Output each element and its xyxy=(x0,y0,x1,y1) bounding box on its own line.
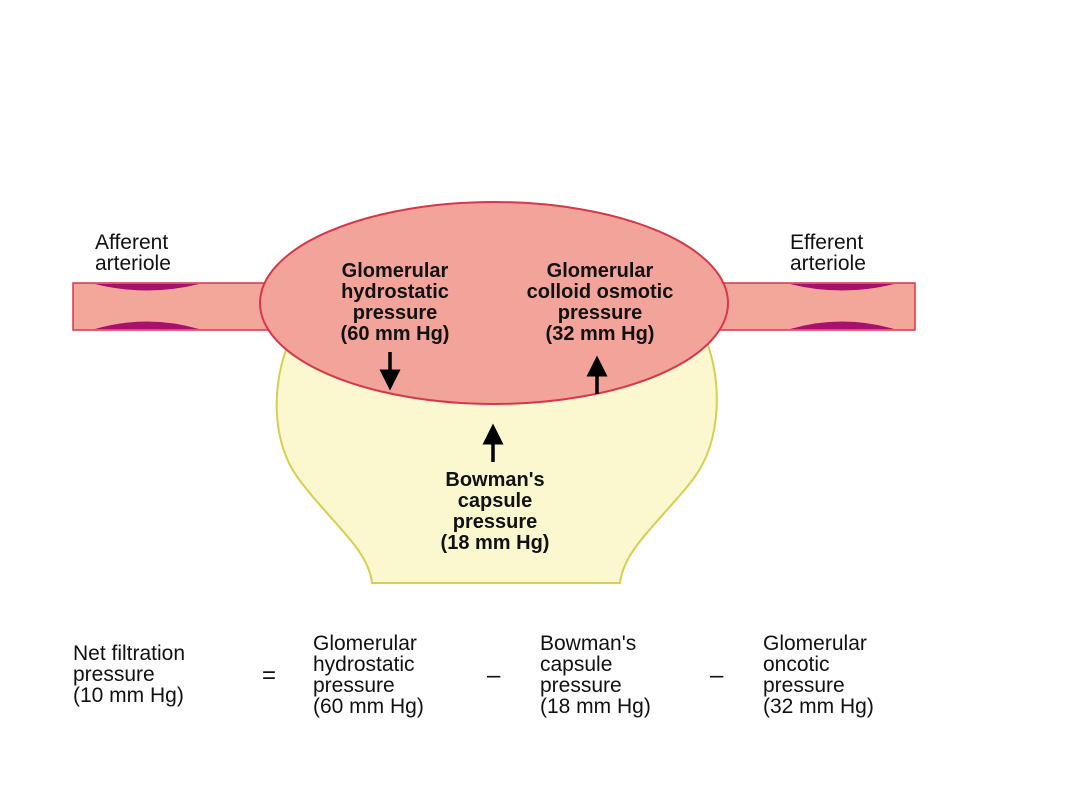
efferent-arteriole-label: Efferent arteriole xyxy=(790,232,866,274)
glomerular-colloid-label: Glomerular colloid osmotic pressure (32 … xyxy=(490,261,710,345)
equation-term-bowman: Bowman's capsule pressure (18 mm Hg) xyxy=(540,633,651,717)
net-line-2: pressure xyxy=(73,663,155,686)
equation-term-oncotic: Glomerular oncotic pressure (32 mm Hg) xyxy=(763,633,874,717)
gc-line-1: Glomerular xyxy=(546,260,654,282)
net-filtration-term: Net filtration pressure (10 mm Hg) xyxy=(73,643,185,706)
bc-line-2: capsule xyxy=(457,490,533,512)
bowmans-capsule-label: Bowman's capsule pressure (18 mm Hg) xyxy=(405,470,585,554)
t1-line-1: Glomerular xyxy=(313,632,417,655)
equation-term-hydrostatic: Glomerular hydrostatic pressure (60 mm H… xyxy=(313,633,424,717)
t3-line-4: (32 mm Hg) xyxy=(763,695,874,718)
efferent-line-2: arteriole xyxy=(790,252,866,275)
glomerular-hydrostatic-label: Glomerular hydrostatic pressure (60 mm H… xyxy=(305,261,485,345)
t3-line-2: oncotic xyxy=(763,653,830,676)
minus-sign-2: – xyxy=(710,662,724,689)
t1-line-3: pressure xyxy=(313,674,395,697)
gc-line-3: pressure xyxy=(557,302,643,324)
gc-line-2: colloid osmotic xyxy=(526,281,674,303)
t3-line-3: pressure xyxy=(763,674,845,697)
glomerulus xyxy=(259,201,729,405)
t2-line-1: Bowman's xyxy=(540,632,637,655)
t2-line-4: (18 mm Hg) xyxy=(540,695,651,718)
gh-line-4: (60 mm Hg) xyxy=(340,323,450,345)
efferent-arteriole xyxy=(699,282,916,331)
afferent-arteriole-label: Afferent arteriole xyxy=(95,232,171,274)
t2-line-3: pressure xyxy=(540,674,622,697)
gh-line-1: Glomerular xyxy=(341,260,449,282)
gh-line-3: pressure xyxy=(352,302,438,324)
afferent-line-2: arteriole xyxy=(95,252,171,275)
bc-line-3: pressure xyxy=(452,511,538,533)
minus-sign-1: – xyxy=(487,662,501,689)
gc-line-4: (32 mm Hg) xyxy=(545,323,655,345)
bc-line-4: (18 mm Hg) xyxy=(440,532,550,554)
afferent-wall-top xyxy=(95,284,199,291)
bowmans-capsule xyxy=(275,339,718,584)
afferent-line-1: Afferent xyxy=(95,231,169,254)
t1-line-4: (60 mm Hg) xyxy=(313,695,424,718)
efferent-wall-top xyxy=(790,284,894,291)
equals-sign: = xyxy=(262,662,277,689)
efferent-line-1: Efferent xyxy=(790,231,864,254)
t1-line-2: hydrostatic xyxy=(313,653,415,676)
net-line-1: Net filtration xyxy=(73,642,186,665)
efferent-wall-bottom xyxy=(790,321,894,329)
net-line-3: (10 mm Hg) xyxy=(73,684,184,707)
t2-line-2: capsule xyxy=(540,653,613,676)
t3-line-1: Glomerular xyxy=(763,632,867,655)
bc-line-1: Bowman's xyxy=(445,469,545,491)
gh-line-2: hydrostatic xyxy=(341,281,449,303)
afferent-wall-bottom xyxy=(95,321,199,329)
